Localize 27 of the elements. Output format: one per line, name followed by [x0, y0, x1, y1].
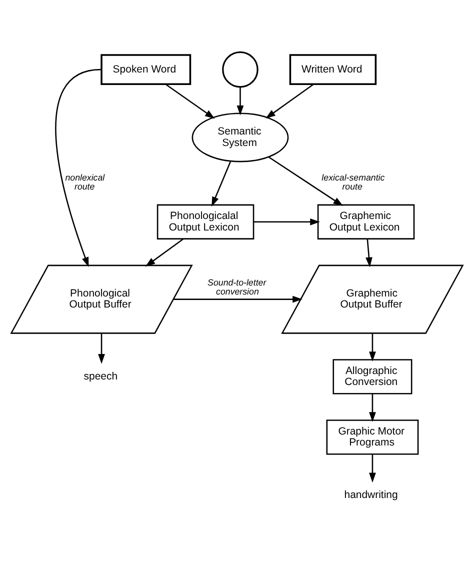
node-circle [222, 51, 258, 88]
arrow [212, 160, 232, 207]
arrow [266, 84, 314, 119]
edge-label: lexical-semantic route [322, 172, 385, 192]
arrow [236, 87, 244, 116]
node-box: Spoken Word [100, 54, 192, 85]
arrow [145, 238, 184, 267]
arrow [369, 454, 376, 483]
arrow [366, 239, 372, 268]
node-box: Written Word [289, 54, 377, 85]
arrow [268, 156, 344, 206]
node-box: Allographic Conversion [332, 359, 412, 394]
node-text: speech [84, 371, 118, 382]
node-text: handwriting [344, 490, 398, 501]
arrow [55, 68, 101, 268]
arrow [98, 333, 105, 364]
arrow [173, 296, 302, 303]
arrow [369, 333, 376, 362]
edge-label: nonlexical route [65, 172, 105, 192]
arrow [254, 218, 320, 226]
arrow [369, 394, 376, 422]
node-box: Graphemic Output Lexicon [317, 204, 415, 240]
edge-label: Sound-to-letter conversion [208, 277, 266, 296]
arrow [165, 84, 215, 119]
node-box: Phonologicalal Output Lexicon [156, 204, 254, 240]
node-ellipse: Semantic System [192, 112, 289, 162]
node-box: Graphic Motor Programs [326, 420, 419, 455]
